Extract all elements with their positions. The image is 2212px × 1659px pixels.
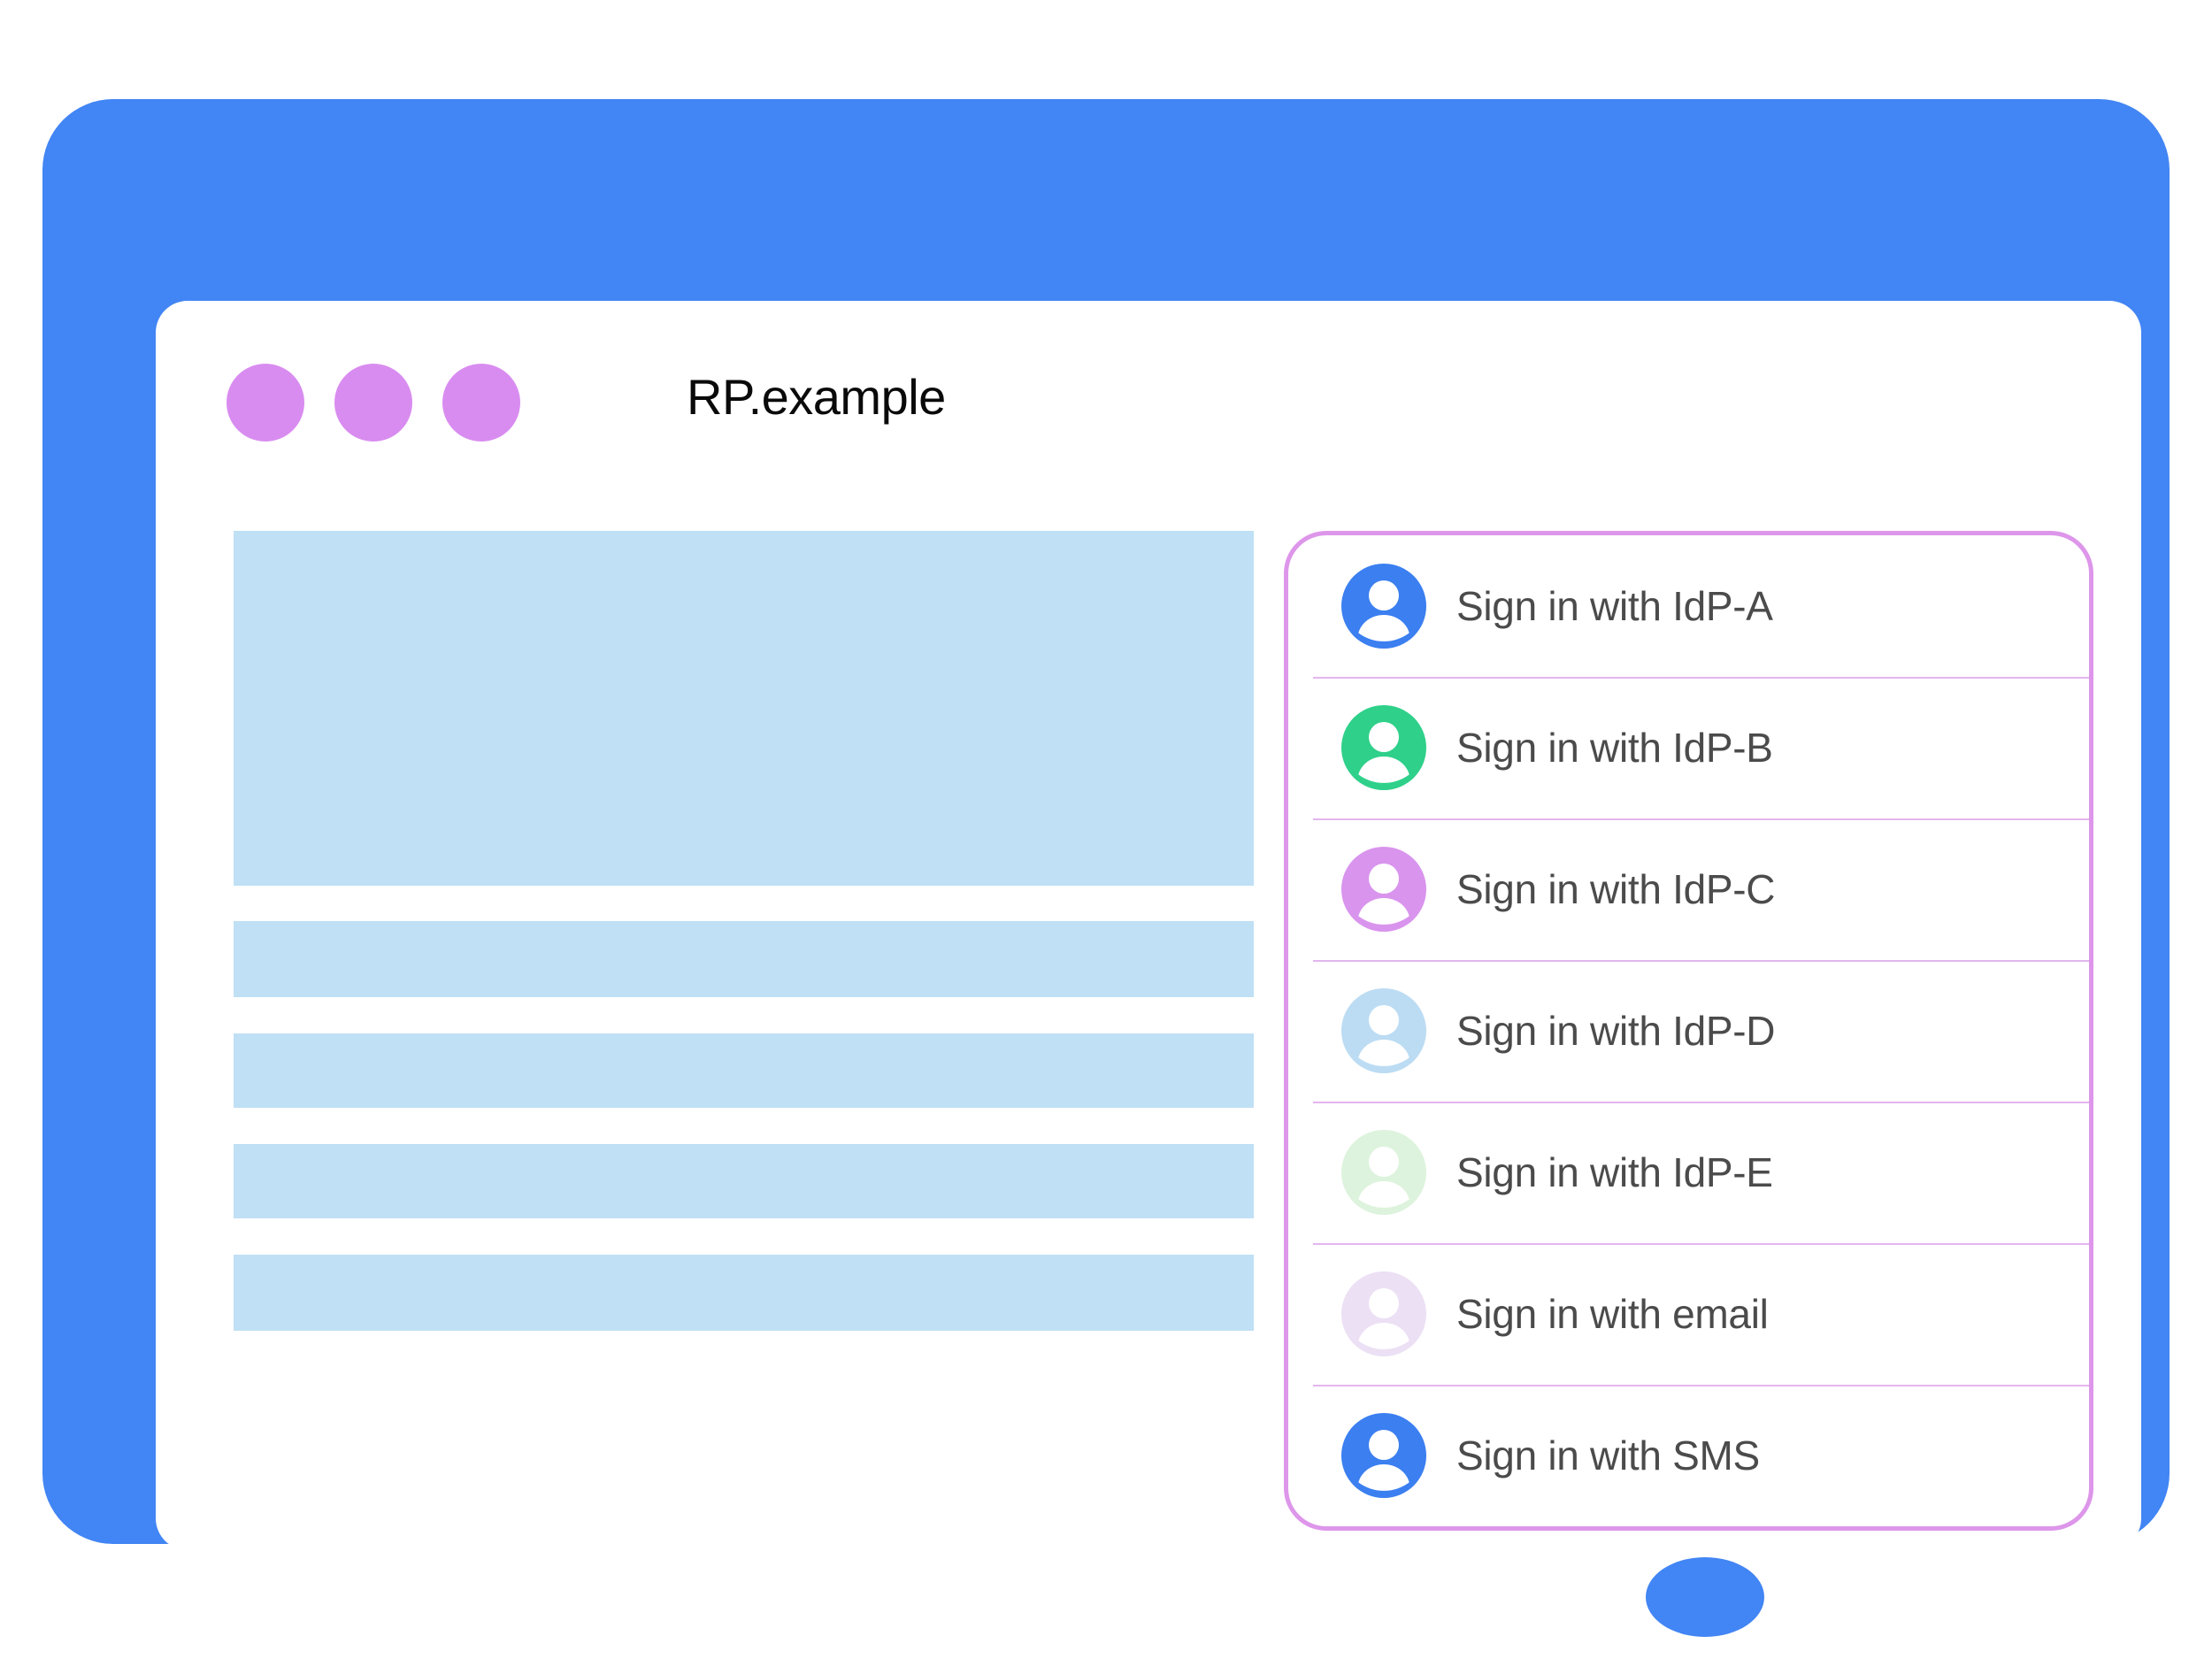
- page-title: RP.example: [687, 369, 946, 425]
- page-content-placeholders: [234, 531, 1254, 1331]
- bezel-gap-right: [1764, 1550, 1801, 1643]
- account-label: Sign in with IdP-C: [1456, 866, 1776, 912]
- account-row-sms[interactable]: Sign in with SMS: [1288, 1385, 2089, 1526]
- home-button[interactable]: [1646, 1557, 1764, 1637]
- account-label: Sign in with IdP-A: [1456, 583, 1773, 629]
- text-line-placeholder-4: [234, 1255, 1254, 1331]
- browser-titlebar: RP.example: [156, 301, 2141, 478]
- text-line-placeholder-2: [234, 1033, 1254, 1108]
- account-row-email[interactable]: Sign in with email: [1288, 1243, 2089, 1385]
- account-circle-icon: [1341, 988, 1426, 1073]
- hero-placeholder: [234, 531, 1254, 886]
- window-dot-close-icon[interactable]: [227, 364, 304, 442]
- account-row-idp-c[interactable]: Sign in with IdP-C: [1288, 818, 2089, 960]
- account-label: Sign in with IdP-B: [1456, 725, 1773, 771]
- bezel-gap-left: [1609, 1550, 1646, 1643]
- account-circle-icon: [1341, 847, 1426, 932]
- account-label: Sign in with SMS: [1456, 1432, 1760, 1479]
- text-line-placeholder-1: [234, 921, 1254, 997]
- account-label: Sign in with IdP-E: [1456, 1149, 1773, 1195]
- account-chooser-dialog: Sign in with IdP-A Sign in with IdP-B: [1284, 531, 2093, 1531]
- browser-screen: RP.example Sign in with IdP-A: [156, 301, 2141, 1550]
- account-circle-icon: [1341, 1271, 1426, 1356]
- window-dot-maximize-icon[interactable]: [442, 364, 520, 442]
- account-row-idp-d[interactable]: Sign in with IdP-D: [1288, 960, 2089, 1102]
- account-circle-icon: [1341, 1413, 1426, 1498]
- account-circle-icon: [1341, 564, 1426, 649]
- device-frame: RP.example Sign in with IdP-A: [42, 99, 2170, 1643]
- account-row-idp-a[interactable]: Sign in with IdP-A: [1288, 535, 2089, 677]
- account-row-idp-e[interactable]: Sign in with IdP-E: [1288, 1102, 2089, 1243]
- account-label: Sign in with email: [1456, 1291, 1769, 1337]
- account-label: Sign in with IdP-D: [1456, 1008, 1776, 1054]
- account-circle-icon: [1341, 1130, 1426, 1215]
- window-dot-minimize-icon[interactable]: [334, 364, 412, 442]
- account-row-idp-b[interactable]: Sign in with IdP-B: [1288, 677, 2089, 818]
- text-line-placeholder-3: [234, 1144, 1254, 1218]
- account-circle-icon: [1341, 705, 1426, 790]
